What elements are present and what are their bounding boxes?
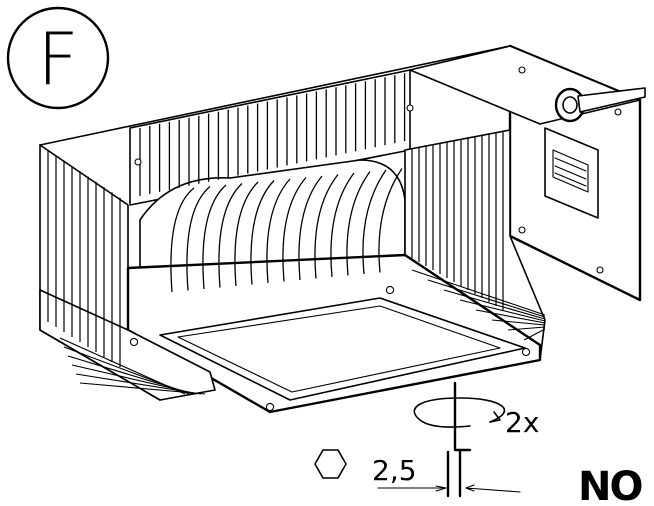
fin-line [411,269,546,316]
screw [129,337,139,347]
screw [596,266,604,274]
hex-key-icon [446,381,472,498]
fin-line [427,279,546,318]
turns-label: 2x [505,406,539,439]
screw-set [129,66,622,412]
screw [518,66,526,74]
tool-annotation: 2x 2,5 [314,381,539,498]
brand-logo-text: NO [578,464,641,506]
screw [518,226,526,234]
fin-rib [314,174,339,279]
step-badge-circle [6,6,110,110]
fin-rib [378,168,403,273]
fin-line [475,309,546,324]
screw [134,158,142,166]
fin-line [523,328,546,341]
fin-rib [346,171,371,276]
cable [577,87,646,113]
lower-left-fins [39,289,216,401]
fin-rib [298,175,323,281]
screw [614,108,622,116]
step-badge: F [6,6,110,110]
step-badge-letter: F [37,17,78,101]
optic-window-inner [177,305,501,393]
rotate-arrow-icon [413,397,506,428]
connector-block [544,127,599,219]
luminaire-housing [39,44,646,414]
fin-lines [47,73,546,395]
fin-line [79,382,206,395]
fin-rib [170,187,195,293]
screw [406,104,414,112]
fin-line [491,319,546,326]
fin-line [507,326,546,331]
fin-line [71,364,198,395]
brand-logo: NO [578,464,643,506]
fin-rib [330,172,355,278]
screw [521,347,531,357]
rear-top-edge [39,45,511,146]
fin-rib [234,181,259,287]
fin-line [67,355,194,395]
screw [265,402,275,412]
fin-line [443,289,546,320]
fin-line [459,299,546,322]
screw [385,285,395,295]
dimension-lines [377,484,521,493]
cable-gland [554,87,646,123]
hex-socket-icon [314,449,347,479]
fin-rib [202,184,227,290]
fin-rib [218,183,243,288]
fin-rib [250,180,275,285]
fin-rib [362,169,387,275]
fin-rib [282,177,307,282]
fin-rib [266,178,291,284]
fin-rib [186,186,211,291]
hex-size-label: 2,5 [372,454,417,487]
fin-line [75,373,202,395]
